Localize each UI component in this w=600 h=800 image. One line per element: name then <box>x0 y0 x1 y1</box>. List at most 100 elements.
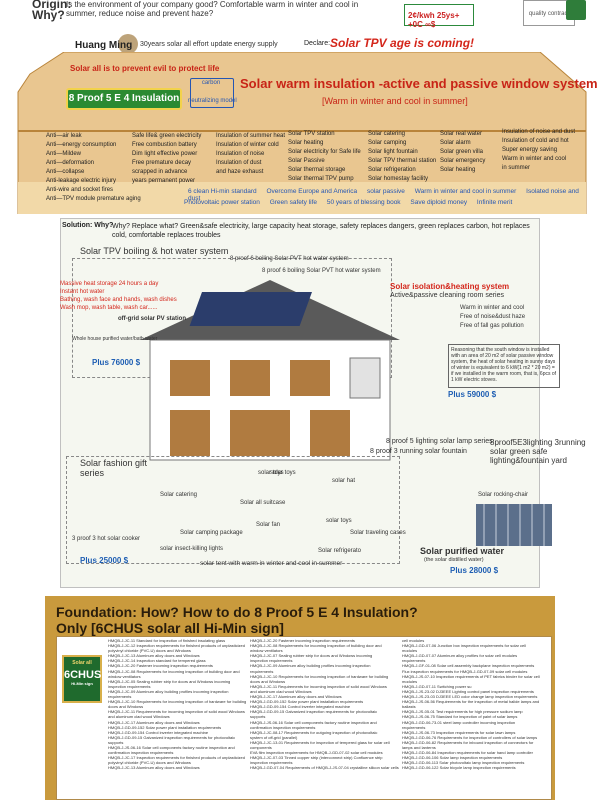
foundation-title-line-1: Foundation: How? How to do 8 Proof 5 E 4… <box>56 604 418 620</box>
off-grid-label: off-grid solar PV station <box>118 316 187 322</box>
seal-main-text: 6CHUS <box>64 669 102 681</box>
standard-line: and aluminum clad wood Windows <box>250 688 312 694</box>
standard-line: window ventilators <box>108 673 141 679</box>
standard-line: lamps and lanterns <box>402 744 436 750</box>
tpv-item: Solar Passive <box>288 158 325 164</box>
standard-line: components <box>250 744 272 750</box>
lamp-series-title: 8 proof 5 lighting solar lamp series <box>386 438 493 445</box>
right-item: Super energy saving <box>502 147 558 153</box>
standard-line: HMQB-J-GD-06-73-01 steel lamp controller… <box>402 719 516 725</box>
gift-item: Solar refrigerato <box>318 548 362 554</box>
standard-line: HMQB-J-JC-08 Requirements for incoming i… <box>250 643 382 649</box>
standard-line: HMQB-J-GD-06-82 Requirements for inbound… <box>402 739 534 745</box>
standard-line: HMQB-J-GF-01-08 Solar cell assembly back… <box>402 663 535 669</box>
insulation-item: and haze exhaust <box>216 169 264 175</box>
tpv-item: Solar refrigeration <box>368 167 416 173</box>
standard-line: supports <box>250 714 266 720</box>
hot-water-features: Massive heat storage 24 hours a day Inst… <box>60 280 177 312</box>
standard-line: HMQB-J-JC-08-17 Requirements for outgoin… <box>250 729 378 735</box>
standard-line: HMQB-J-JS-23-02 DJ3EEE Lighting control … <box>402 688 534 694</box>
standard-line: HMQB-J-JS-06-16 Solar cell components fa… <box>250 719 377 725</box>
carbon-label: carbon <box>201 80 221 86</box>
anti-item: Anti-leakage electric injury <box>46 178 117 184</box>
standard-line: HMQB-J-JC-11 Requirements for incoming i… <box>250 683 387 689</box>
anti-item: Anti—collapse <box>46 169 85 175</box>
feature-item: Bathing, wash face and hands, wash dishe… <box>60 297 177 303</box>
plus-price-1: Plus 76000 $ <box>92 358 141 367</box>
standards-column-1: HMQB-J-JC-11 Standard for inspection of … <box>108 638 248 770</box>
standard-line: HMQB-J-GD-07-04 Requirements of HMQB-J-J… <box>250 765 399 771</box>
tpv-item: Solar emergency <box>440 158 486 164</box>
top-banner <box>0 0 600 34</box>
standard-line: doors and Windows <box>108 704 144 710</box>
solution-text: Why? Replace what? Green&safe electricit… <box>112 223 530 239</box>
standard-line: HMQB-J-JC-09 Aluminum alloy building pro… <box>250 663 371 669</box>
neutral-label: neutralizing model <box>188 98 237 104</box>
plus-price-3: Plus 25000 $ <box>80 556 129 565</box>
slogan-item: solar passive <box>366 188 405 195</box>
tpv-item: Solar light fountain <box>368 149 418 155</box>
standard-line: window ventilators <box>250 648 283 654</box>
standard-line: HMQB-J-GD-07-11 Switching power su <box>402 683 472 689</box>
anti-item: Anti—air leak <box>46 133 82 139</box>
standard-line: HMQB-J-JC-12 Inspection requirements for… <box>108 643 245 649</box>
standard-line: HMQB-J-JC-20 Fastener incoming inspectio… <box>250 638 355 643</box>
tpv-item: Solar thermal TPV pump <box>288 176 354 182</box>
standard-line: HMQB-J-GD-06-76 Requirements for inspect… <box>402 734 538 740</box>
anti-item: Anti—TPV module premature aging <box>46 196 141 202</box>
feature-item: Instant hot water <box>60 289 105 295</box>
standard-line: doors and Windows <box>250 678 286 684</box>
boiling-system-title: Solar TPV boiling & hot water system <box>80 246 229 256</box>
standard-line: HMQB-J-JS-05-01 Test requirements for hi… <box>402 709 523 715</box>
foundation-title-line-2: Only [6CHUS solar all Hi-Min sign] <box>56 620 284 636</box>
standard-line: requirements <box>108 694 132 700</box>
right-item: Insulation of noise and dust <box>502 129 576 135</box>
standard-line: requirements <box>250 668 274 674</box>
origin-question: Is the environment of your company good?… <box>66 0 359 18</box>
house-illustration <box>140 280 400 461</box>
isolation-item: Free of noise&dust haze <box>460 314 526 320</box>
slogans-row-1: 6 clean Hi-min standard Overcome Europe … <box>188 188 600 202</box>
roof-main-subtitle: [Warm in winter and cool in summer] <box>322 96 468 106</box>
solar-tent-label: solar tent with warm in winter and cool … <box>200 560 343 567</box>
standard-line: HMQB-J-JS-06-16 Solar cell components fa… <box>108 744 235 750</box>
gift-item: Solar all suitcase <box>240 500 286 506</box>
slogan-item: Warm in winter and cool in summer <box>414 188 517 195</box>
feature-item: Wash mop, wash table, wash car...... <box>60 305 158 311</box>
standard-line: HMQB-J-GD-06-113 Solar photovoltaic lamp… <box>402 760 525 766</box>
safe-list: Safe life& green electricity Free combus… <box>132 132 201 186</box>
standard-line: Flux inspection requirements for HMQB-J-… <box>402 668 528 674</box>
safe-item: scrapped in advance <box>132 169 188 175</box>
standard-line: confirmation inspection requirements <box>108 750 174 756</box>
standard-line: HMQB-J-JC-10 Requirements for incoming i… <box>108 699 247 705</box>
tpv-item: Solar TPV thermal station <box>368 158 437 164</box>
standard-line: polyvinyl chloride (PVC-U) doors and Win… <box>108 760 191 766</box>
right-insulation-list: Insulation of noise and dust Insulation … <box>502 128 575 173</box>
slogan-item: Photovoltaic power station <box>184 199 260 206</box>
price-box: 2¢/kwh 25ys+ +0C ∞$ <box>404 4 474 29</box>
roof-small-title: Solar all is to prevent evil to protect … <box>70 64 220 73</box>
gift-item: solar insect-killing lights <box>160 546 224 552</box>
standard-line: HMQB-J-GD-09-152 Solar power plant insta… <box>250 699 364 705</box>
standard-line: HMQB-J-GD-09-154 Control inverter integr… <box>250 704 351 710</box>
standard-line: HMQB-J-JC-08 Requirements for incoming i… <box>108 668 240 674</box>
tpv-list-b: Solar catering Solar camping Solar light… <box>368 130 436 184</box>
safe-item: Free combustion battery <box>132 142 197 148</box>
standard-line: requirements <box>402 724 426 730</box>
standard-line: HMQB-J-JS-06-56 Requirements for the ins… <box>402 699 540 705</box>
tpv-item: Solar heating <box>288 140 324 146</box>
tpv-item: Solar TPV station <box>288 131 335 137</box>
standard-line: and aluminum clad wood Windows <box>108 714 170 720</box>
insulation-list: Insulation of summer heat Insulation of … <box>216 132 285 177</box>
standard-line: HMQB-J-JC-11 Requirements for incoming i… <box>108 709 245 715</box>
standard-line: confirmation inspection requirements <box>250 724 316 730</box>
gift-item: 3 proof 3 hot solar cooker <box>72 536 141 542</box>
standard-line: HMQB-J-JS-06-75 Standard for inspection … <box>402 714 518 720</box>
seal-top-text: Solar all <box>72 660 92 666</box>
gift-item: solar toys <box>326 518 352 524</box>
author-avatar <box>118 34 138 54</box>
standard-line: HMQB-J-GD-07-06 Junction box inspection … <box>402 643 527 649</box>
insulation-item: Insulation of summer heat <box>216 133 286 139</box>
standard-line: HMQB-J-JC-13 Aluminum alloy doors and Wi… <box>108 653 200 659</box>
solar-collector-illustration <box>476 504 552 546</box>
